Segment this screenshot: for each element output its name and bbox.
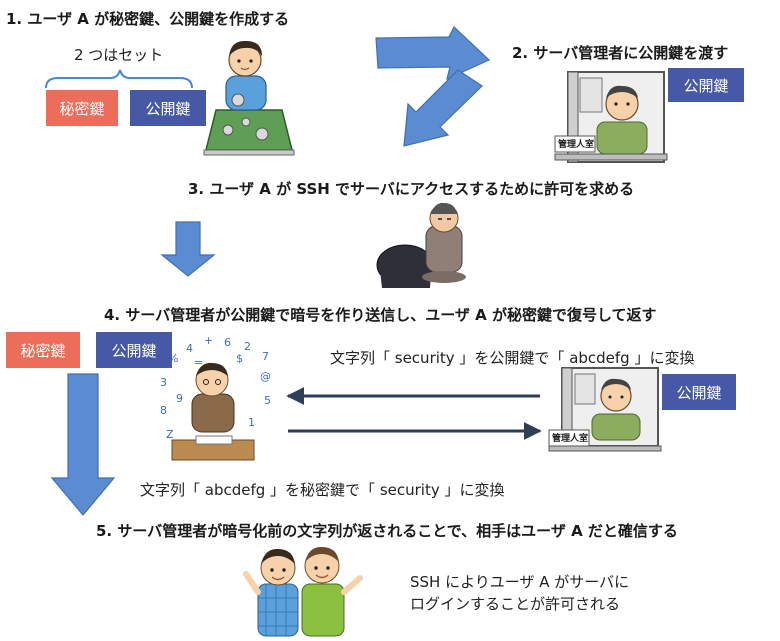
svg-text:9: 9 — [176, 392, 183, 405]
result-line-1: SSH によりユーザ A がサーバに — [410, 573, 630, 591]
private-key-badge-step4: 秘密鍵 — [6, 332, 80, 368]
svg-text:1: 1 — [248, 416, 255, 429]
step-5-label: 5. サーバ管理者が暗号化前の文字列が返されることで、相手はユーザ A だと確信… — [96, 522, 678, 540]
public-key-badge-top: 公開鍵 — [130, 90, 206, 126]
svg-text:2: 2 — [244, 340, 251, 353]
private-key-badge-top: 秘密鍵 — [46, 90, 118, 126]
step-1-label: 1. ユーザ A が秘密鍵、公開鍵を作成する — [6, 10, 290, 28]
arrow-step3-down — [160, 221, 216, 277]
user-requesting-illustration — [376, 202, 466, 288]
admin-office-illustration-top — [554, 71, 668, 163]
svg-text:3: 3 — [160, 376, 167, 389]
svg-text:4: 4 — [186, 342, 193, 355]
step-4-label: 4. サーバ管理者が公開鍵で暗号を作り送信し、ユーザ A が秘密鍵で復号して返す — [104, 306, 657, 324]
svg-text:Z: Z — [166, 428, 174, 441]
office-sign-bottom: 管理人室 — [551, 434, 588, 444]
admin-office-illustration-bottom — [548, 367, 662, 452]
public-key-badge-admin: 公開鍵 — [668, 68, 744, 102]
svg-text:5: 5 — [264, 394, 271, 407]
office-sign-top: 管理人室 — [557, 140, 594, 150]
arrow-to-admin — [375, 26, 491, 81]
svg-text:@: @ — [260, 370, 271, 383]
arrow-to-user — [403, 69, 483, 147]
arrow-step4-down — [50, 373, 116, 516]
step-3-label: 3. ユーザ A が SSH でサーバにアクセスするために許可を求める — [188, 180, 635, 198]
encrypt-note: 文字列「 security 」を公開鍵で「 abcdefg 」に変換 — [330, 349, 695, 367]
step-2-label: 2. サーバ管理者に公開鍵を渡す — [512, 44, 729, 62]
decrypt-note: 文字列「 abcdefg 」を秘密鍵で「 security 」に変換 — [140, 481, 505, 499]
public-key-badge-admin-step4: 公開鍵 — [662, 374, 736, 410]
svg-text:+: + — [204, 334, 213, 347]
svg-text:%: % — [168, 352, 178, 365]
svg-text:7: 7 — [262, 350, 269, 363]
svg-text:8: 8 — [160, 404, 167, 417]
user-crafting-keys-illustration — [203, 40, 295, 156]
public-key-badge-step4: 公開鍵 — [96, 332, 172, 368]
pair-note: 2 つはセット — [74, 46, 164, 64]
svg-text:$: $ — [236, 352, 243, 365]
pair-bracket — [45, 69, 193, 89]
friends-illustration — [243, 546, 363, 637]
svg-text:=: = — [194, 356, 203, 369]
result-message: SSH によりユーザ A がサーバに ログインすることが許可される — [410, 571, 629, 615]
svg-text:6: 6 — [224, 336, 231, 349]
result-line-2: ログインすることが許可される — [410, 595, 621, 613]
